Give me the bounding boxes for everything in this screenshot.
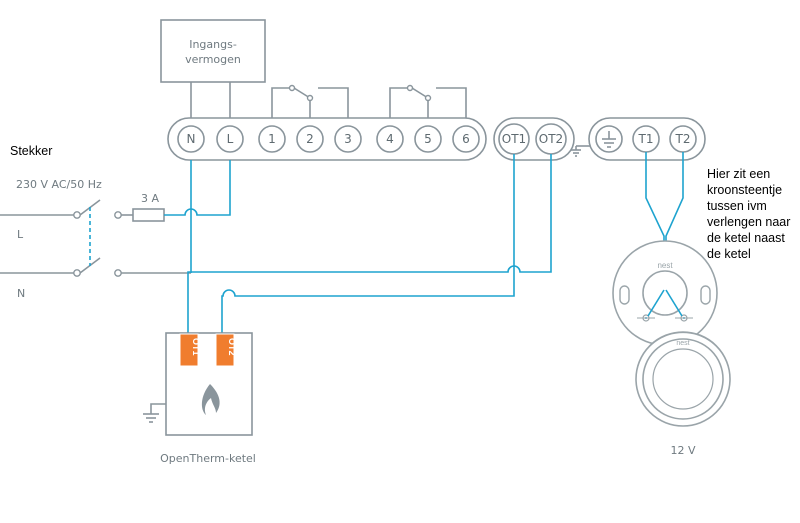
terminal-3: 3 (334, 125, 362, 153)
boiler-ot1-tag: OT1 (191, 338, 201, 356)
relay-1-contacts (271, 84, 349, 120)
nest-display (635, 331, 731, 427)
terminal-t2: T2 (669, 125, 697, 153)
terminal-t1: T1 (632, 125, 660, 153)
svg-text:6: 6 (462, 132, 470, 146)
svg-text:N: N (187, 132, 196, 146)
ot1-wire (221, 154, 515, 335)
terminal-6: 6 (452, 125, 480, 153)
relay-2-contacts (389, 84, 467, 120)
boiler-ot2-connector (215, 333, 235, 367)
svg-text:L: L (227, 132, 234, 146)
thermostat-voltage-label: 12 V (670, 444, 695, 457)
ot2-wire (187, 154, 552, 335)
terminal-ot1: OT1 (498, 123, 530, 155)
note-line-1: Hier zit een (707, 167, 770, 181)
svg-text:3: 3 (344, 132, 352, 146)
nest-base-logo: nest (657, 261, 673, 270)
terminal-2: 2 (296, 125, 324, 153)
terminal-block-main (167, 117, 487, 161)
mains-neutral-wire (0, 257, 191, 277)
nest-display-logo: nest (676, 340, 689, 347)
boiler-ot2-tag: OT2 (227, 338, 237, 356)
tstat-wire-t2-end (665, 289, 683, 317)
terminal-l: L (216, 125, 244, 153)
plug-label: Stekker (10, 144, 52, 158)
input-box-label-2: vermogen (185, 53, 241, 66)
ground-symbol-small (571, 146, 581, 157)
terminal-n: N (177, 125, 205, 153)
svg-text:OT1: OT1 (502, 132, 526, 146)
svg-text:1: 1 (268, 132, 276, 146)
flame-icon (201, 384, 220, 415)
note-text: Hier zit een kroonsteentje tussen ivm ve… (707, 167, 790, 261)
input-box-label-1: Ingangs- (189, 38, 237, 51)
boiler-ot1-connector (179, 333, 199, 367)
note-line-2: kroonsteentje (707, 183, 782, 197)
svg-text:OT2: OT2 (539, 132, 563, 146)
note-line-6: de ketel (707, 247, 751, 261)
note-line-4: verlengen naar (707, 215, 790, 229)
terminal-5: 5 (414, 125, 442, 153)
boiler-label: OpenTherm-ketel (160, 452, 256, 465)
line-wire-to-l (164, 160, 231, 216)
terminal-4: 4 (376, 125, 404, 153)
svg-text:2: 2 (306, 132, 314, 146)
svg-text:T2: T2 (675, 132, 691, 146)
voltage-label: 230 V AC/50 Hz (16, 178, 102, 191)
nest-base-plate (612, 240, 718, 346)
tstat-wire-t1-end (647, 289, 665, 317)
svg-text:T1: T1 (638, 132, 654, 146)
svg-text:5: 5 (424, 132, 432, 146)
terminal-1: 1 (258, 125, 286, 153)
terminal-ground (595, 125, 623, 153)
line-label: L (17, 228, 24, 241)
input-power-box (160, 19, 266, 83)
note-line-3: tussen ivm (707, 199, 767, 213)
boiler-box (165, 332, 253, 436)
fuse-label: 3 A (141, 192, 159, 205)
fuse (132, 208, 165, 222)
note-line-5: de ketel naast (707, 231, 785, 245)
mains-line-wire (0, 199, 133, 219)
neutral-label: N (17, 287, 25, 300)
boiler-ground-icon (143, 413, 159, 423)
svg-text:4: 4 (386, 132, 394, 146)
terminal-ot2: OT2 (535, 123, 567, 155)
boiler-ground-lead (150, 403, 166, 414)
